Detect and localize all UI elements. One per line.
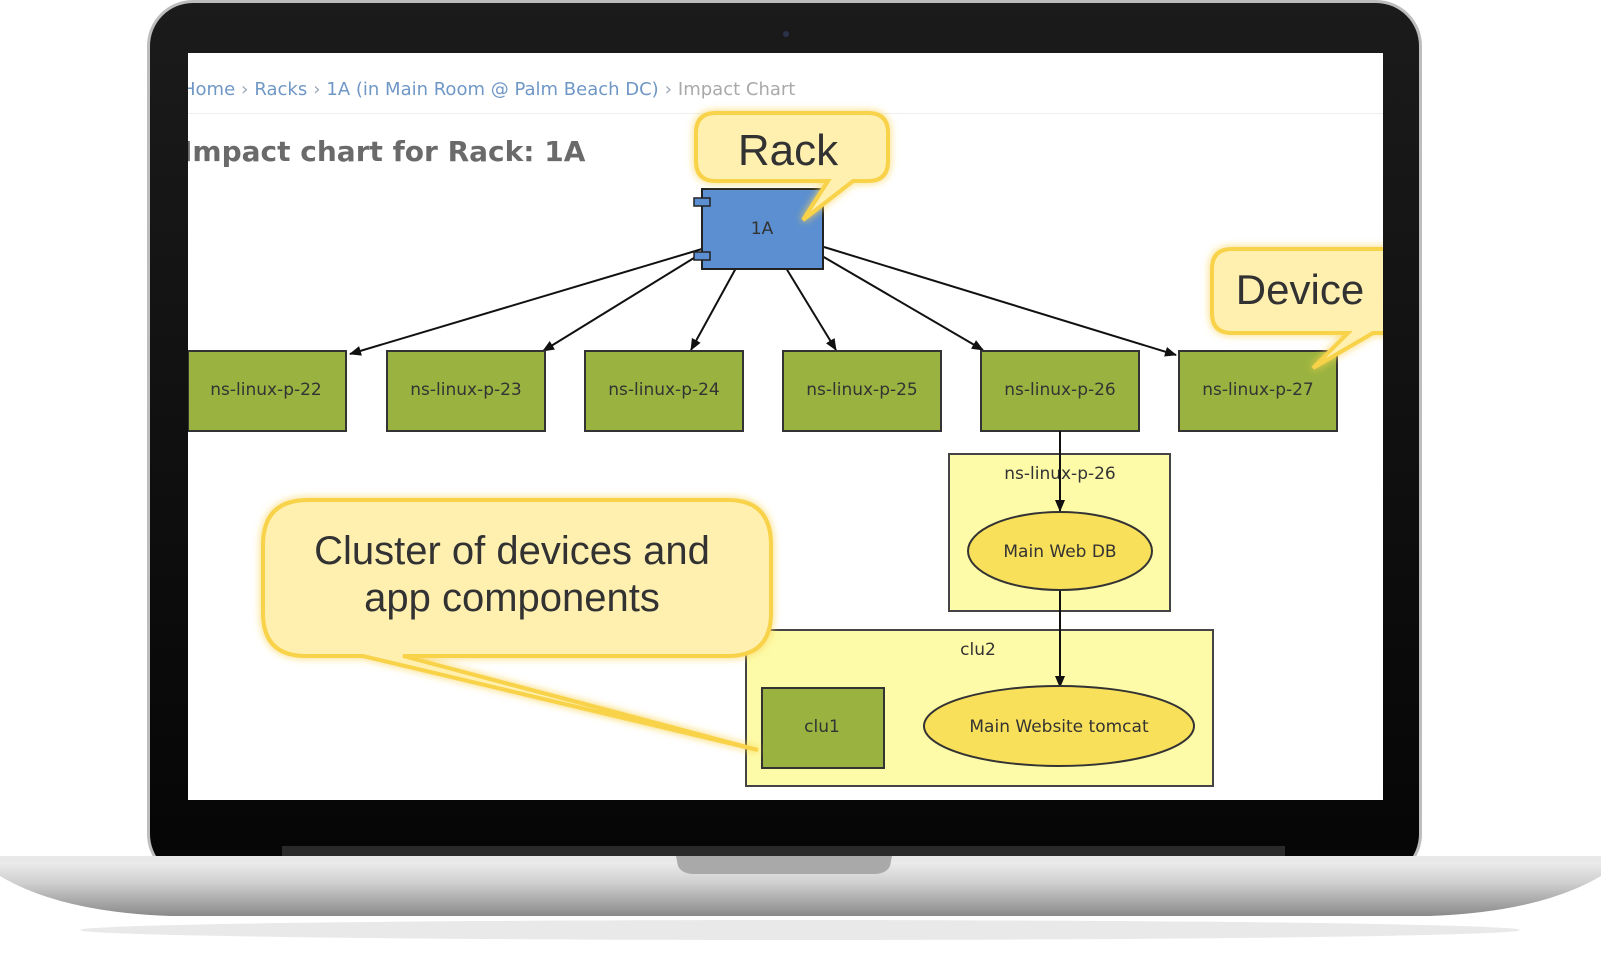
cluster-callout-line1: Cluster of devices and	[314, 529, 710, 573]
page-title: Impact chart for Rack: 1A	[188, 135, 586, 168]
breadcrumb-separator: ›	[664, 79, 672, 100]
device-node-label: ns-linux-p-22	[210, 380, 322, 400]
device-node-label: ns-linux-p-23	[410, 380, 522, 400]
app-component-node[interactable]: Main Website tomcat	[923, 685, 1195, 767]
breadcrumb: Home›Racks›1A (in Main Room @ Palm Beach…	[188, 79, 795, 100]
cluster-clu2-label: clu2	[960, 640, 996, 660]
device-node-p22[interactable]: ns-linux-p-22	[188, 350, 347, 432]
cluster-callout: Cluster of devices and app components	[261, 498, 773, 752]
sub-cluster-clu1-label: clu1	[804, 717, 840, 737]
device-node-p25[interactable]: ns-linux-p-25	[782, 350, 942, 432]
device-node-p24[interactable]: ns-linux-p-24	[584, 350, 744, 432]
device-node-label: ns-linux-p-27	[1202, 380, 1314, 400]
device-node-p26[interactable]: ns-linux-p-26	[980, 350, 1140, 432]
rack-node[interactable]: 1A	[693, 188, 824, 270]
edge-rack-p25	[785, 267, 837, 351]
rack-node-label: 1A	[751, 219, 774, 239]
breadcrumb-current: Impact Chart	[677, 79, 796, 100]
edge-rack-p26	[821, 255, 984, 351]
device-node-label: ns-linux-p-26	[1004, 380, 1116, 400]
app-component-label: Main Website tomcat	[969, 717, 1149, 737]
edge-rack-p23	[542, 252, 703, 352]
breadcrumb-separator: ›	[313, 79, 321, 100]
edge-rack-p22	[349, 248, 703, 356]
edge-rack-p27	[823, 246, 1177, 357]
device-callout-text: Device	[1236, 266, 1364, 313]
device-node-label: ns-linux-p-24	[608, 380, 720, 400]
device-node-p23[interactable]: ns-linux-p-23	[386, 350, 546, 432]
breadcrumb-home-link[interactable]: Home	[188, 79, 236, 100]
sub-cluster-clu1-node[interactable]: clu1	[761, 687, 885, 769]
cluster-callout-line2: app components	[364, 576, 660, 620]
rack-callout-text: Rack	[738, 126, 839, 175]
screen: Home›Racks›1A (in Main Room @ Palm Beach…	[188, 53, 1383, 800]
db-component-node[interactable]: Main Web DB	[967, 511, 1153, 591]
rack-callout: Rack	[694, 111, 890, 222]
device-node-label: ns-linux-p-25	[806, 380, 918, 400]
breadcrumb-racks-link[interactable]: Racks	[254, 79, 308, 100]
breadcrumb-rack-link[interactable]: 1A (in Main Room @ Palm Beach DC)	[326, 79, 659, 100]
breadcrumb-separator: ›	[241, 79, 249, 100]
impact-graph: clu2 ns-linux-p-26 1A ns-linux-p-22 ns-l…	[188, 111, 1383, 787]
edge-rack-p24	[690, 267, 737, 351]
rack-edges	[349, 246, 1177, 357]
device-node-p27[interactable]: ns-linux-p-27	[1178, 350, 1338, 432]
device-callout: Device	[1210, 247, 1383, 370]
db-component-label: Main Web DB	[1003, 542, 1116, 562]
